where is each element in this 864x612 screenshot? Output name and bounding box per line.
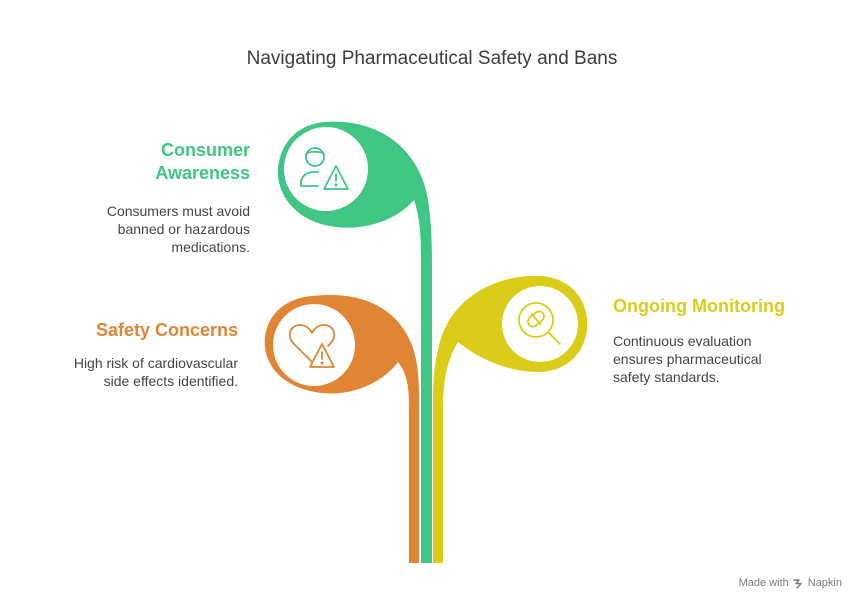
description-line: ensures pharmaceutical	[613, 351, 762, 367]
page-title: Navigating Pharmaceutical Safety and Ban…	[246, 48, 618, 69]
heading-line: Awareness	[155, 163, 250, 183]
consumer-icon-circle	[284, 127, 368, 211]
description-line: side effects identified.	[103, 373, 238, 389]
heading-line: Safety Concerns	[95, 320, 238, 340]
description-line: medications.	[171, 239, 250, 255]
heading-line: Consumer	[160, 140, 250, 160]
description-line: safety standards.	[613, 369, 720, 385]
heading-line: Ongoing Monitoring	[613, 296, 785, 316]
safety-concerns-heading: Safety Concerns	[40, 319, 238, 342]
description-line: Continuous evaluation	[613, 333, 752, 349]
description-line: banned or hazardous	[117, 221, 250, 237]
napkin-logo-icon	[793, 578, 802, 589]
consumer-awareness-description: Consumers must avoid banned or hazardous…	[60, 202, 250, 256]
ongoing-monitoring-description: Continuous evaluation ensures pharmaceut…	[613, 332, 813, 386]
consumer-awareness-heading: Consumer Awareness	[90, 139, 250, 185]
description-line: High risk of cardiovascular	[73, 355, 238, 371]
heart-warning-icon	[288, 324, 336, 368]
user-warning-icon	[300, 147, 349, 190]
napkin-brand: Napkin	[807, 577, 842, 589]
safety-concerns-description: High risk of cardiovascular side effects…	[20, 354, 238, 390]
pill-search-icon	[518, 302, 561, 345]
ongoing-monitoring-heading: Ongoing Monitoring	[613, 295, 853, 318]
made-with-napkin-footer[interactable]: Made with Napkin	[739, 577, 842, 589]
made-with-label: Made with	[738, 577, 789, 589]
safety-icon-circle	[273, 304, 355, 386]
description-line: Consumers must avoid	[106, 203, 250, 219]
